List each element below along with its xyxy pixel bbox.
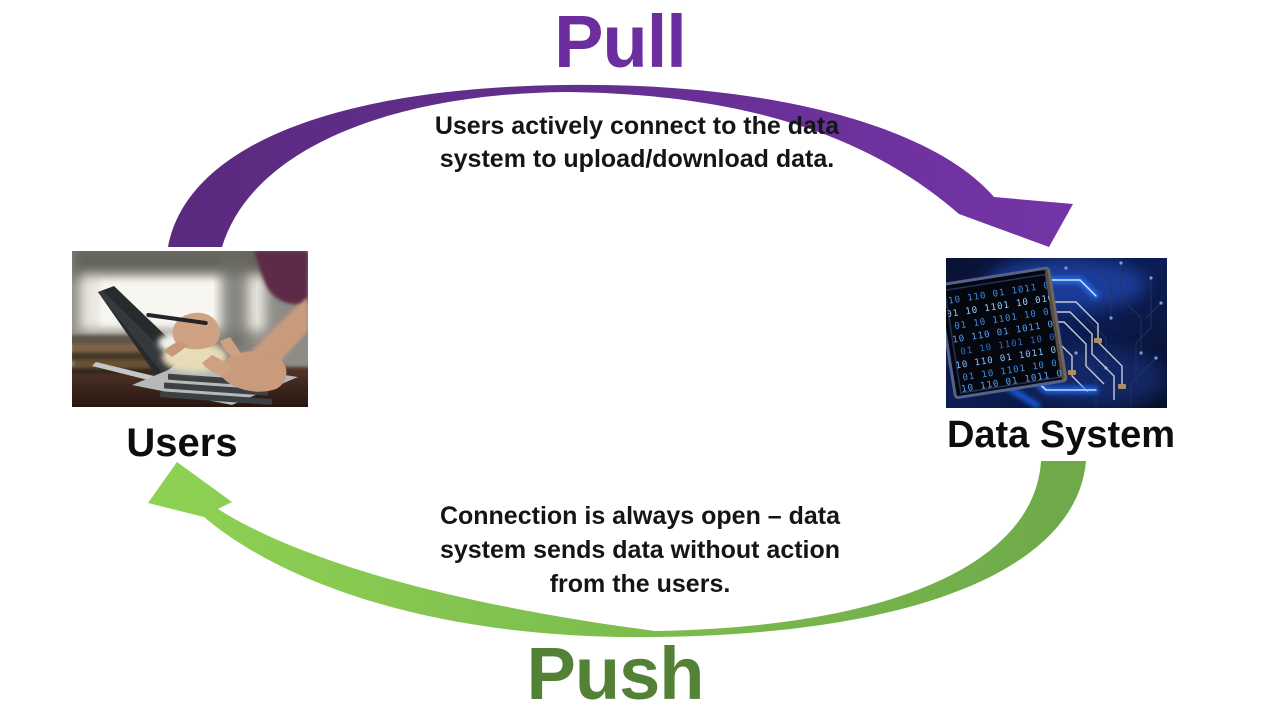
processor-chip: 10 110 01 1011 0 10 011 01 10 1101 10 01… — [946, 266, 1068, 399]
push-description-line-2: system sends data without action — [439, 536, 841, 564]
users-photo — [72, 251, 308, 407]
copper-pads — [1068, 338, 1126, 389]
right-hand — [221, 351, 287, 392]
door-frame — [222, 255, 248, 351]
circuit-grid — [1066, 263, 1162, 406]
push-arrow — [148, 461, 1086, 638]
pull-description-line-2: system to upload/download data. — [439, 145, 835, 173]
data-system-node-label: Data System — [946, 414, 1176, 456]
laptop-screen-edge — [98, 291, 180, 378]
pointing-finger — [164, 341, 188, 357]
pull-arrow — [168, 84, 1073, 248]
pull-description: Users actively connect to the data syste… — [383, 110, 891, 176]
pull-title: Pull — [554, 0, 687, 83]
pull-description-line-1: Users actively connect to the data — [434, 112, 840, 140]
push-description-line-1: Connection is always open – data — [439, 502, 841, 530]
plum-sleeve — [254, 251, 308, 305]
circuit-dots — [1064, 261, 1163, 370]
pen — [146, 312, 208, 326]
push-description: Connection is always open – data system … — [400, 499, 880, 601]
users-node-label: Users — [126, 421, 238, 465]
push-description-line-3: from the users. — [549, 570, 731, 598]
right-hand-fingers — [202, 337, 242, 377]
white-traces — [1053, 301, 1123, 400]
data-system-photo: 10 110 01 1011 0 10 011 01 10 1101 10 01… — [946, 258, 1167, 408]
push-title: Push — [526, 632, 705, 715]
